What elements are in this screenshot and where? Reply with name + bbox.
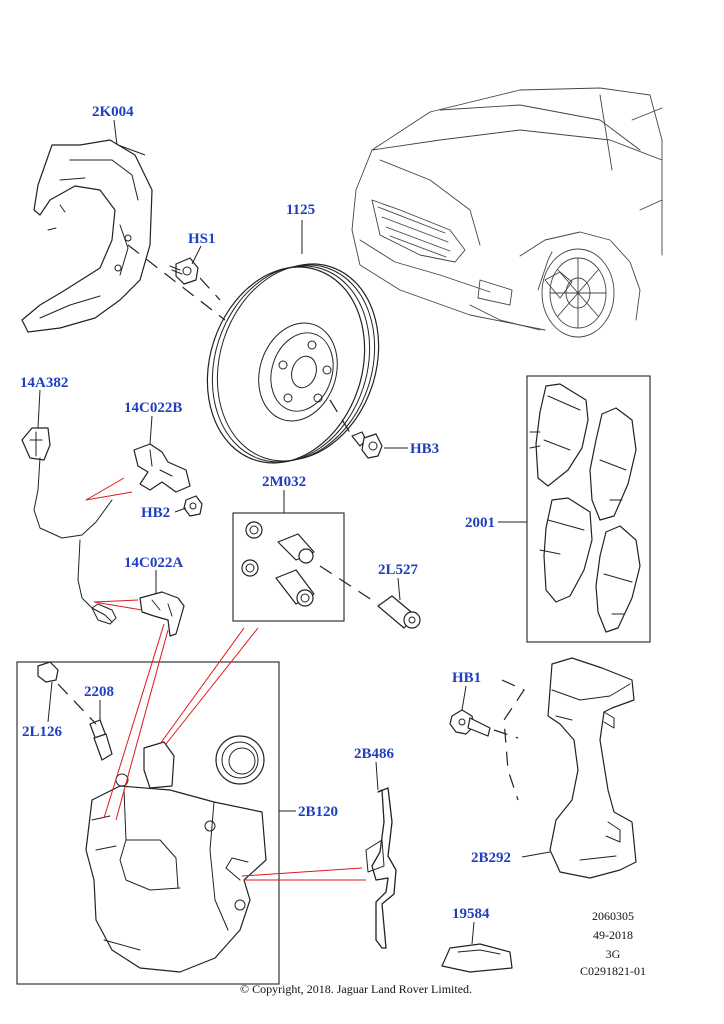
dust-shield xyxy=(21,139,153,333)
bolt-hb3 xyxy=(351,431,383,459)
callout-hb1[interactable]: HB1 xyxy=(452,670,481,686)
brake-pads-box xyxy=(526,375,651,643)
callout-2l126[interactable]: 2L126 xyxy=(22,724,63,740)
wear-indicator xyxy=(441,943,513,973)
diagram-meta: 2060305 49-2018 3G C0291821-01 xyxy=(580,909,646,978)
callout-14a382[interactable]: 14A382 xyxy=(20,375,68,391)
guide-pin-kit-box xyxy=(232,512,345,622)
bracket-14c022a xyxy=(139,591,185,637)
callout-hs1[interactable]: HS1 xyxy=(188,231,216,247)
callout-2b120[interactable]: 2B120 xyxy=(298,804,338,820)
callout-labels: 2K004 HS1 1125 14A382 14C022B HB2 2M032 … xyxy=(20,104,511,922)
callout-19584[interactable]: 19584 xyxy=(452,906,490,922)
vehicle-sketch xyxy=(351,87,663,338)
callout-2k004[interactable]: 2K004 xyxy=(92,104,134,120)
leader-lines xyxy=(37,119,551,945)
caliper-box xyxy=(16,661,280,985)
abs-sensor xyxy=(21,427,117,625)
guide-pin xyxy=(377,595,421,629)
meta-line-3: 3G xyxy=(606,947,621,961)
callout-2b486[interactable]: 2B486 xyxy=(354,746,395,762)
bracket-14c022b xyxy=(133,443,191,493)
callout-14c022b[interactable]: 14C022B xyxy=(124,400,182,416)
callout-14c022a[interactable]: 14C022A xyxy=(124,555,183,571)
brake-disc xyxy=(206,263,380,464)
bolt-hs1 xyxy=(169,257,199,285)
caliper-carrier xyxy=(547,657,637,879)
callout-2l527[interactable]: 2L527 xyxy=(378,562,419,578)
meta-line-1: 2060305 xyxy=(592,909,634,923)
callout-2m032[interactable]: 2M032 xyxy=(262,474,306,490)
callout-2001[interactable]: 2001 xyxy=(465,515,495,531)
retaining-clip xyxy=(365,787,397,949)
callout-2208[interactable]: 2208 xyxy=(84,684,114,700)
bolt-hb1 xyxy=(449,709,491,737)
meta-line-4: C0291821-01 xyxy=(580,964,646,978)
callout-2b292[interactable]: 2B292 xyxy=(471,850,511,866)
bolt-hb2 xyxy=(183,495,203,517)
callout-hb2[interactable]: HB2 xyxy=(141,505,170,521)
callout-hb3[interactable]: HB3 xyxy=(410,441,439,457)
copyright: © Copyright, 2018. Jaguar Land Rover Lim… xyxy=(240,982,472,996)
meta-line-2: 49-2018 xyxy=(593,928,633,942)
callout-1125[interactable]: 1125 xyxy=(286,202,315,218)
